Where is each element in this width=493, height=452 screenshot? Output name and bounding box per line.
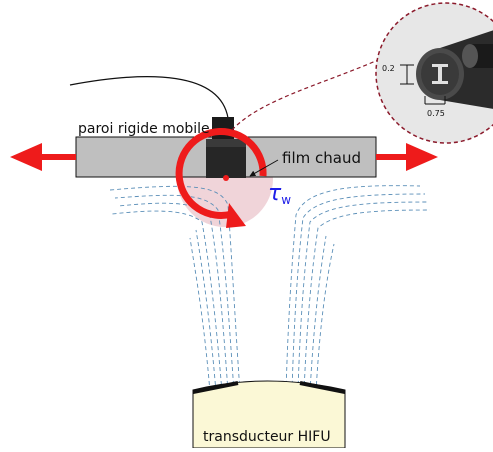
flow-streamlines — [109, 185, 431, 393]
sensor-body — [206, 146, 246, 178]
wall-label: paroi rigide mobile — [78, 121, 210, 137]
inset-dim-diameter: 0.2 — [382, 64, 395, 73]
transducer-label: transducteur HIFU — [203, 429, 331, 445]
tau-subscript: w — [281, 193, 291, 207]
sensor-cable — [69, 76, 229, 119]
inset-link-dashed — [231, 59, 379, 131]
focus-point — [223, 175, 229, 181]
tau-symbol: τ — [268, 181, 282, 206]
film-label: film chaud — [282, 149, 361, 167]
hifu-transducer — [192, 380, 346, 449]
wall-motion-arrows — [10, 143, 438, 171]
film-pointer-arrow — [249, 159, 279, 177]
hot-film-element — [432, 64, 448, 84]
shear-rotation-arrow — [175, 127, 267, 228]
inset-dim-length: 0.75 — [427, 109, 445, 118]
tau-label: τw — [268, 181, 291, 207]
sensor-inset: 0.2 0.75 — [375, 2, 493, 144]
sensor-body-edge — [206, 139, 246, 147]
